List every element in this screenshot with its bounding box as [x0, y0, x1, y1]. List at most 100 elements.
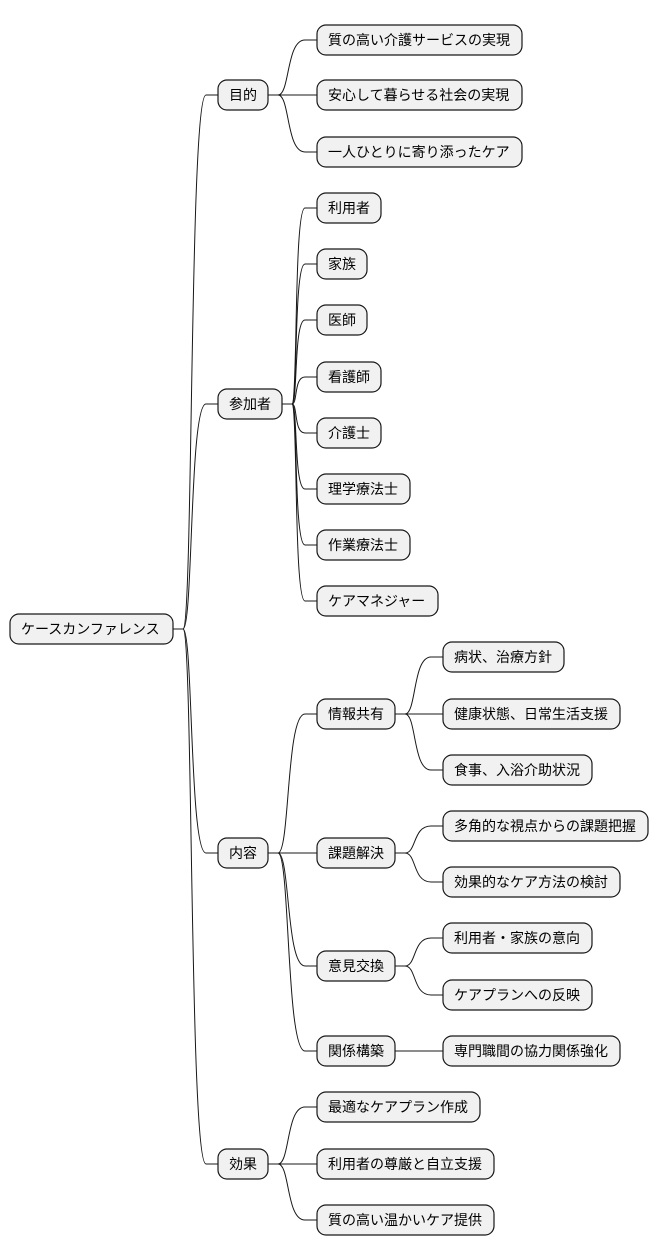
node-box: [316, 1035, 396, 1067]
node-label: 課題解決: [328, 846, 384, 862]
node-0-1-7: ケアマネジャー: [316, 585, 439, 617]
node-label: 利用者・家族の意向: [454, 930, 580, 947]
edge-0-1-to-0-1-5: [282, 403, 317, 490]
node-label: 質の高い介護サービスの実現: [328, 32, 510, 49]
node-0-0-0: 質の高い介護サービスの実現: [316, 24, 523, 56]
node-label: ケアプランへの反映: [454, 988, 580, 1004]
node-box: [316, 529, 411, 561]
node-box: [316, 585, 439, 617]
node-label: 作業療法士: [328, 537, 398, 554]
edge-0-2-1-to-0-2-1-1: [395, 852, 443, 883]
node-label: 多角的な視点からの課題把握: [454, 818, 636, 835]
node-0-3-2: 質の高い温かいケア提供: [316, 1204, 495, 1236]
mindmap-edges: [173, 39, 443, 1221]
node-box: [316, 304, 368, 336]
node-0-0-2: 一人ひとりに寄り添ったケア: [316, 136, 523, 168]
edge-0-2-1-to-0-2-1-0: [395, 825, 443, 854]
node-box: [316, 950, 396, 982]
node-label: 家族: [328, 256, 356, 273]
node-label: 病状、治療方針: [454, 649, 552, 666]
node-box: [316, 473, 411, 505]
node-label: ケアマネジャー: [328, 594, 425, 610]
node-label: 理学療法士: [328, 481, 398, 498]
edge-0-0-to-0-0-2: [268, 94, 317, 153]
node-label: 効果: [229, 1157, 257, 1173]
node-box: [217, 79, 269, 111]
edge-0-1-to-0-1-2: [282, 319, 317, 405]
node-0-2-1-1: 効果的なケア方法の検討: [442, 866, 621, 898]
node-0-1-6: 作業療法士: [316, 529, 411, 561]
node-box: [442, 1035, 621, 1067]
edge-0-to-0-3: [173, 628, 218, 1165]
node-label: 内容: [229, 845, 257, 862]
node-0-3-1: 利用者の尊厳と自立支援: [316, 1148, 495, 1180]
edge-0-1-to-0-1-4: [282, 403, 317, 434]
node-label: 質の高い温かいケア提供: [328, 1212, 482, 1229]
node-box: [316, 1148, 495, 1180]
node-box: [316, 837, 396, 869]
node-box: [316, 136, 523, 168]
node-0-0: 目的: [217, 79, 269, 111]
edge-0-2-to-0-2-2: [268, 852, 317, 967]
node-box: [217, 388, 283, 420]
node-box: [442, 754, 593, 786]
node-label: 安心して暮らせる社会の実現: [328, 88, 509, 104]
node-label: 健康状態、日常生活支援: [454, 706, 608, 723]
node-box: [442, 810, 649, 842]
mindmap-nodes: ケースカンファレンス 目的 質の高い介護サービスの実現安心して暮らせる社会の実現一人…: [9, 24, 649, 1236]
node-0-1-3: 看護師: [316, 361, 382, 393]
node-0-0-1: 安心して暮らせる社会の実現: [316, 79, 523, 111]
node-0-2-2-0: 利用者・家族の意向: [442, 922, 593, 954]
node-0-3: 効果: [217, 1148, 269, 1180]
edge-0-1-to-0-1-1: [282, 263, 317, 405]
node-label: 情報共有: [328, 707, 384, 723]
node-0-1: 参加者: [217, 388, 283, 420]
node-0-2-1: 課題解決: [316, 837, 396, 869]
node-0-2-3: 関係構築: [316, 1035, 396, 1067]
node-label: 医師: [328, 313, 356, 329]
node-0-2-2: 意見交換: [316, 950, 396, 982]
node-box: [316, 79, 523, 111]
node-0-2-2-1: ケアプランへの反映: [442, 979, 593, 1011]
node-box: [316, 192, 382, 224]
node-label: 専門職間の協力関係強化: [454, 1044, 608, 1060]
edge-0-0-to-0-0-0: [268, 39, 317, 96]
node-box: [442, 698, 621, 730]
edge-0-1-to-0-1-6: [282, 403, 317, 546]
node-label: 関係構築: [328, 1044, 384, 1060]
node-0-2-0-0: 病状、治療方針: [442, 641, 565, 673]
node-label: 利用者の尊厳と自立支援: [328, 1156, 482, 1173]
node-box: [316, 1204, 495, 1236]
node-label: 意見交換: [328, 958, 384, 975]
node-0-2-3-0: 専門職間の協力関係強化: [442, 1035, 621, 1067]
node-box: [442, 866, 621, 898]
node-0-1-1: 家族: [316, 248, 368, 280]
node-box: [316, 417, 382, 449]
node-label: 介護士: [328, 426, 370, 442]
node-label: 参加者: [229, 396, 271, 413]
node-box: [316, 361, 382, 393]
node-0-1-0: 利用者: [316, 192, 382, 224]
node-0-1-5: 理学療法士: [316, 473, 411, 505]
node-label: 一人ひとりに寄り添ったケア: [328, 144, 510, 161]
node-box: [316, 248, 368, 280]
node-0-2-0: 情報共有: [316, 698, 396, 730]
node-box: [217, 837, 269, 869]
node-0-2: 内容: [217, 837, 269, 869]
node-box: [442, 922, 593, 954]
edge-0-1-to-0-1-7: [282, 403, 317, 602]
node-box: [442, 979, 593, 1011]
node-0-2-0-2: 食事、入浴介助状況: [442, 754, 593, 786]
node-box: [9, 613, 174, 645]
edge-0-3-to-0-3-2: [268, 1163, 317, 1221]
node-0-3-0: 最適なケアプラン作成: [316, 1091, 481, 1123]
edge-0-to-0-0: [173, 94, 218, 630]
node-0-2-0-1: 健康状態、日常生活支援: [442, 698, 621, 730]
edge-0-to-0-1: [173, 403, 218, 630]
node-label: ケースカンファレンス: [21, 622, 160, 638]
edge-0-2-0-to-0-2-0-2: [395, 713, 443, 771]
edge-0-to-0-2: [173, 628, 218, 854]
node-label: 最適なケアプラン作成: [328, 1099, 468, 1116]
node-box: [316, 1091, 481, 1123]
